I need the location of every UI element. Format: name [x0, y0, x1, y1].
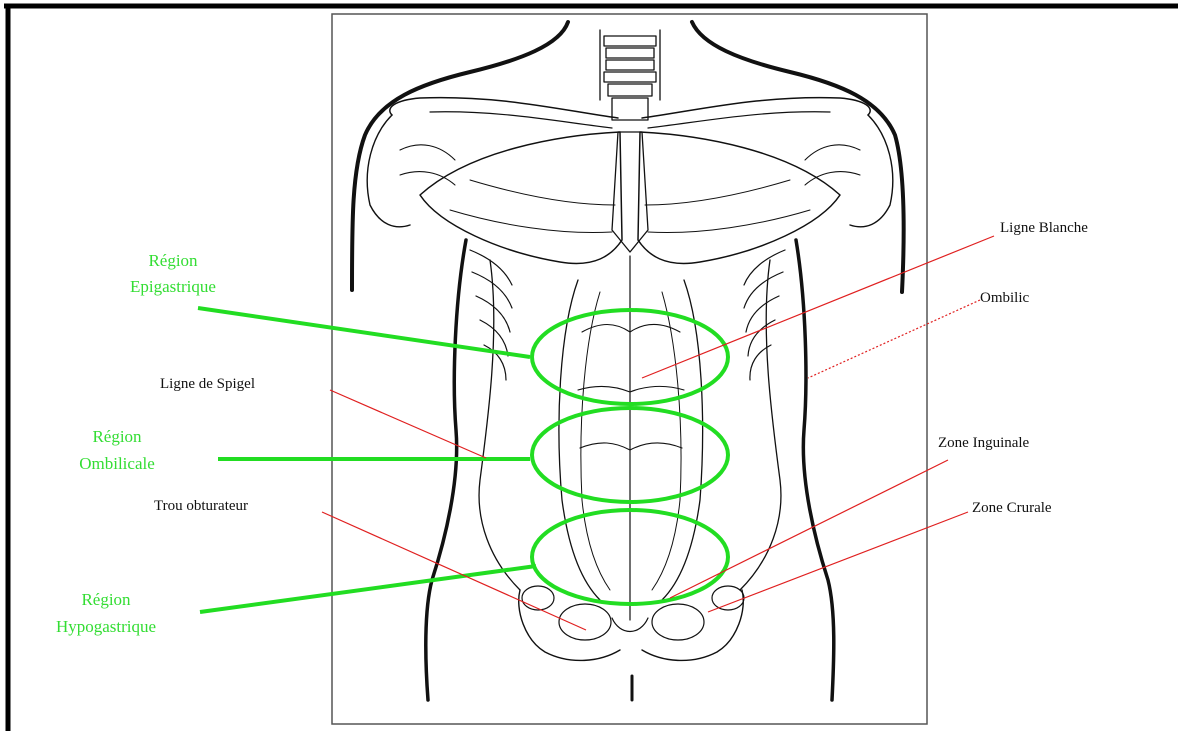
labels: Région Epigastrique Région Ombilicale Ré… [56, 220, 1088, 636]
label-linea-alba: Ligne Blanche [1000, 220, 1088, 236]
label-hypogastric-line2: Hypogastrique [56, 617, 156, 636]
label-epigastric-line1: Région [148, 251, 198, 270]
label-obturator-foramen: Trou obturateur [154, 498, 248, 514]
crural-pointer [708, 512, 968, 612]
epigastric-leader [198, 308, 530, 357]
spigelian-pointer [330, 390, 486, 458]
label-spigelian-line: Ligne de Spigel [160, 376, 255, 392]
obturator-pointer [322, 512, 586, 630]
region-leader-lines [198, 308, 536, 612]
torso-outline [352, 22, 904, 700]
label-umbilical-line1: Région [92, 427, 142, 446]
outer-frame [4, 6, 1178, 731]
umbilicus-pointer [808, 300, 980, 378]
label-umbilicus: Ombilic [980, 290, 1030, 306]
pointer-lines [322, 236, 994, 630]
label-epigastric-line2: Epigastrique [130, 277, 216, 296]
label-hypogastric-line1: Région [81, 590, 131, 609]
label-inguinal-zone: Zone Inguinale [938, 435, 1030, 451]
hypogastric-leader [200, 566, 536, 612]
label-umbilical-line2: Ombilicale [79, 454, 155, 473]
linea-alba-pointer [642, 236, 994, 378]
label-crural-zone: Zone Crurale [972, 500, 1052, 516]
